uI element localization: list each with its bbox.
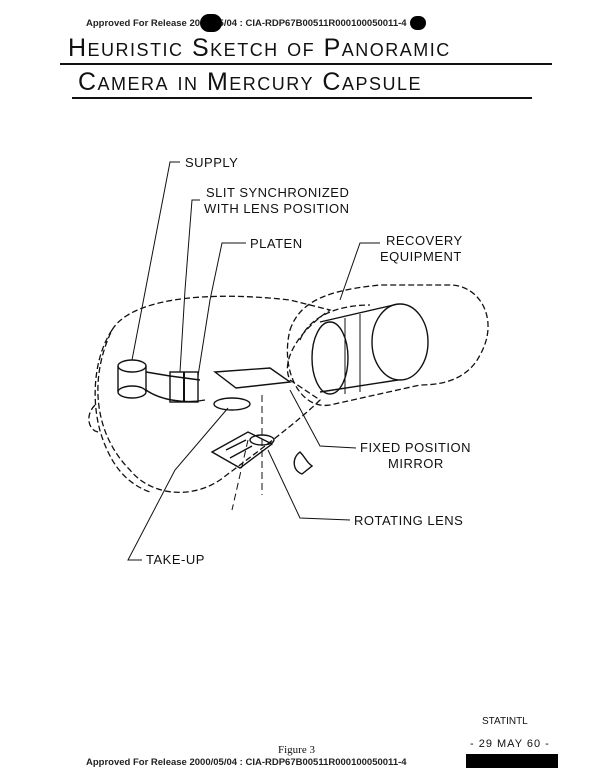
redaction-mark-top: [200, 14, 222, 32]
title-underline-2: [72, 97, 532, 99]
rotating-lens-housing: [210, 431, 274, 469]
leader-fixed-mirror: [289, 389, 357, 449]
label-fixed-mirror-1: Fixed Position: [360, 440, 472, 455]
drive-gear: [293, 451, 314, 475]
capsule-hatch: [88, 404, 99, 433]
label-rotating-lens: Rotating Lens: [354, 513, 464, 528]
leader-rotating-lens: [267, 449, 351, 521]
capsule-nose-outline: [94, 329, 151, 493]
label-slit-2: With Lens Position: [204, 201, 350, 216]
capsule-body-outline: [97, 295, 332, 493]
redaction-bar-bottom: [466, 754, 558, 768]
leader-slit: [179, 199, 200, 373]
release-header: Approved For Release 2000/05/04 : CIA-RD…: [86, 18, 407, 29]
title-underline-1: [60, 63, 552, 65]
release-footer: Approved For Release 2000/05/04 : CIA-RD…: [86, 757, 407, 768]
recovery-cylinder-back: [311, 321, 349, 395]
label-fixed-mirror-2: Mirror: [388, 456, 444, 471]
label-recovery-1: Recovery: [386, 233, 463, 248]
label-platen: Platen: [250, 236, 303, 251]
recovery-canister: [286, 284, 489, 406]
recovery-rim: [299, 304, 371, 341]
label-recovery-2: Equipment: [380, 249, 462, 264]
label-take-up: Take-Up: [146, 552, 205, 567]
title-line-1: Heuristic Sketch of Panoramic: [68, 34, 451, 62]
leader-platen: [197, 242, 246, 377]
supply-spool-top: [117, 359, 147, 373]
recovery-cylinder-body: [319, 303, 399, 393]
label-supply: Supply: [185, 155, 239, 170]
date-stamp: - 29 MAY 60 -: [470, 738, 550, 750]
classification-marking: STATINTL: [482, 716, 528, 727]
optical-axis-2: [231, 439, 249, 511]
title-line-2: Camera in Mercury Capsule: [78, 68, 422, 96]
redaction-mark-top-2: [410, 16, 426, 30]
figure-caption: Figure 3: [278, 744, 315, 756]
fixed-mirror: [213, 367, 292, 389]
recovery-cylinder-front: [371, 303, 429, 381]
supply-spool-bottom: [117, 385, 147, 399]
take-up-spool: [213, 397, 251, 411]
leader-recovery: [339, 242, 380, 301]
leader-supply: [131, 161, 180, 361]
leader-take-up: [127, 407, 229, 561]
film-path: [145, 371, 206, 403]
label-slit-1: Slit Synchronized: [206, 185, 350, 200]
